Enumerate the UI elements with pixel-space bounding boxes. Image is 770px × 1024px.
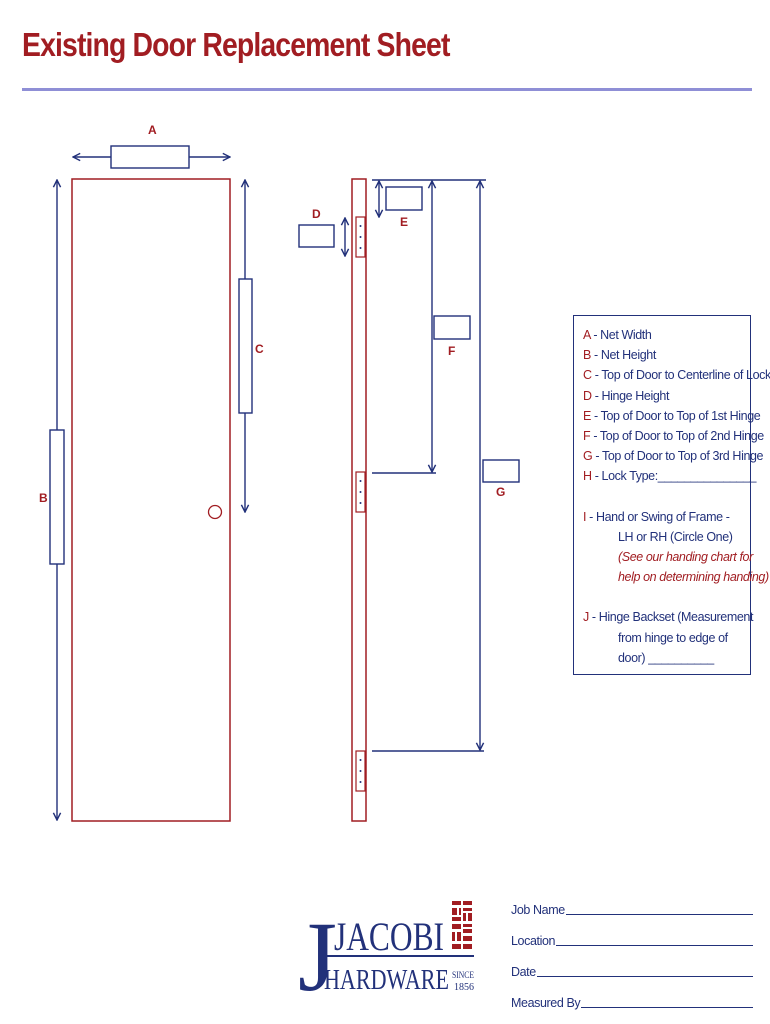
legend-item-e: E - Top of Door to Top of 1st Hinge bbox=[583, 408, 761, 423]
door-front-outline bbox=[71, 178, 231, 822]
location-field[interactable]: Location bbox=[511, 919, 753, 950]
dimension-f-label: F bbox=[448, 344, 455, 358]
legend-box: A - Net Width B - Net Height C - Top of … bbox=[573, 315, 770, 675]
date-field[interactable]: Date bbox=[511, 950, 753, 981]
dimension-c-label: C bbox=[255, 342, 264, 356]
legend-hand-note-1: (See our handing chart for bbox=[618, 550, 753, 565]
legend-item-g: G - Top of Door to Top of 3rd Hinge bbox=[583, 449, 764, 464]
dimension-g-box bbox=[482, 459, 520, 483]
job-name-line[interactable] bbox=[565, 914, 753, 915]
legend-gap bbox=[583, 487, 750, 507]
page-title: Existing Door Replacement Sheet bbox=[22, 26, 450, 63]
legend-item-d: D - Hinge Height bbox=[583, 388, 670, 403]
dimension-g-label: G bbox=[496, 485, 505, 499]
dimension-f-box bbox=[433, 315, 471, 340]
dimension-e-box bbox=[385, 186, 423, 211]
date-label: Date bbox=[511, 965, 536, 979]
legend-item-a: A - Net Width bbox=[583, 328, 652, 342]
logo-name-line-2: HARDWARE bbox=[324, 965, 449, 996]
hinge-1 bbox=[355, 216, 366, 258]
measured-by-line[interactable] bbox=[581, 1007, 753, 1008]
dimension-b-box bbox=[49, 429, 65, 565]
measured-by-label: Measured By bbox=[511, 996, 581, 1010]
dimension-d-box bbox=[298, 224, 335, 248]
legend-gap-2 bbox=[583, 587, 750, 607]
legend-item-c: C - Top of Door to Centerline of Lock bbox=[583, 368, 770, 383]
dimension-e-label: E bbox=[400, 215, 408, 229]
location-label: Location bbox=[511, 934, 556, 948]
job-name-label: Job Name bbox=[511, 903, 565, 917]
legend-item-b: B - Net Height bbox=[583, 348, 656, 363]
legend-hand-note-2: help on determining handing) bbox=[618, 570, 769, 585]
legend-item-i: I - Hand or Swing of Frame - bbox=[583, 509, 730, 524]
legend-item-j: J - Hinge Backset (Measurement bbox=[583, 610, 754, 625]
dimension-d-label: D bbox=[312, 207, 321, 221]
date-line[interactable] bbox=[536, 976, 753, 977]
logo-j: J bbox=[298, 901, 337, 998]
door-edge-outline bbox=[351, 178, 367, 822]
hinge-2 bbox=[355, 471, 366, 513]
logo-year: 1856 bbox=[454, 982, 474, 993]
dimension-c-box bbox=[238, 278, 253, 414]
logo-since: SINCE bbox=[452, 970, 474, 980]
door-knob bbox=[207, 504, 223, 520]
title-rule bbox=[22, 88, 752, 91]
legend-backset-line-2: from hinge to edge of bbox=[618, 630, 728, 645]
legend-item-h: H - Lock Type:_______________ bbox=[583, 469, 757, 484]
legend-hand-options: LH or RH (Circle One) bbox=[618, 529, 733, 544]
dimension-a-box bbox=[110, 145, 190, 169]
logo-name-line-1: JACOBI bbox=[334, 914, 444, 959]
measured-by-field[interactable]: Measured By bbox=[511, 981, 753, 1012]
logo-emblem bbox=[452, 901, 472, 949]
job-name-field[interactable]: Job Name bbox=[511, 888, 753, 919]
legend-backset-line-3: door) __________ bbox=[618, 650, 714, 665]
job-info-fields: Job Name Location Date Measured By bbox=[511, 888, 753, 1012]
legend-item-f: F - Top of Door to Top of 2nd Hinge bbox=[583, 429, 764, 444]
dimension-b-label: B bbox=[39, 491, 48, 505]
hinge-3 bbox=[355, 750, 366, 792]
jacobi-hardware-logo: J JACOBI HARDWARE SINCE 1856 bbox=[298, 901, 474, 998]
dimension-a-label: A bbox=[148, 123, 157, 137]
location-line[interactable] bbox=[556, 945, 753, 946]
